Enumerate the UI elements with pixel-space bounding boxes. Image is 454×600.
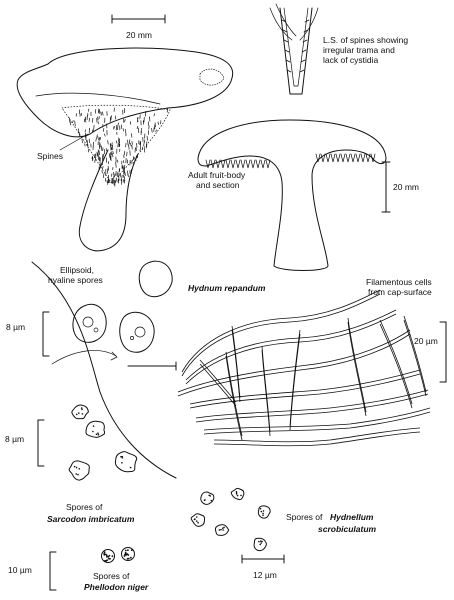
ellipsoid-label-line1: Ellipsoid, — [60, 265, 94, 275]
hypha-12 — [379, 319, 413, 405]
spine-hatching — [281, 19, 310, 73]
scale-bar-spores-c: 10 µm — [8, 551, 57, 591]
hydnellum-label-species-b: scrobiculatum — [318, 524, 377, 534]
sarcodon-spores: Spores of Sarcodon imbricatum — [47, 404, 138, 524]
fruit-body-drawing: Spines — [16, 47, 234, 252]
hyphae-group — [177, 289, 431, 447]
hypha-7 — [213, 427, 421, 443]
sarcodon-label-line2: Sarcodon imbricatum — [47, 514, 135, 524]
hypha-2 — [185, 309, 397, 381]
scale-bar-spores-b: 8 µm — [5, 419, 45, 467]
sarcodon-spore-4 — [114, 451, 138, 473]
sarcodon-label-line1: Spores of — [66, 502, 103, 512]
scale-label-spores-d: 12 µm — [253, 570, 277, 580]
spine-texture — [69, 107, 168, 187]
scale-bar-hyphae: 20 µm — [414, 321, 447, 383]
hypha-11 — [347, 317, 367, 413]
scale-label-spores-a: 8 µm — [6, 322, 25, 332]
filament-label-line2: from cap-surface — [368, 287, 432, 297]
hypha-14 — [403, 315, 427, 393]
phellodon-label-line2: Phellodon niger — [84, 582, 149, 592]
cap-rim — [35, 92, 161, 105]
scale-label-spores-b: 8 µm — [5, 434, 24, 444]
spore-2 — [138, 260, 173, 298]
section-drawing: Adult fruit-body and section — [188, 119, 387, 271]
ls-label-line2: irregular trama and — [323, 45, 395, 55]
section-spines — [205, 153, 376, 169]
label-species-main: Hydnum repandum — [188, 283, 266, 293]
ellipsoid-spores: Ellipsoid, hyaline spores — [48, 260, 173, 365]
hypha-8 — [225, 351, 243, 437]
adult-label-line1: Adult fruit-body — [188, 170, 246, 180]
stem-outline — [78, 149, 139, 252]
hydnellum-spore-6 — [253, 537, 267, 552]
ls-label-line1: L.S. of spines showing — [323, 35, 408, 45]
spore-3 — [119, 311, 155, 353]
sarcodon-spore-3 — [68, 460, 90, 481]
dividing-curve — [31, 261, 177, 479]
hydnellum-spore-1 — [200, 491, 215, 505]
sarcodon-spore-2 — [85, 420, 106, 438]
hypha-3 — [177, 329, 411, 393]
hydnellum-label-species-a: Hydnellum — [330, 512, 374, 522]
adult-label-line2: and section — [196, 180, 240, 190]
phellodon-label-line1: Spores of — [93, 571, 130, 581]
hydnellum-label-line1: Spores of — [286, 512, 323, 522]
spine-section-drawing: L.S. of spines showing irregular trama a… — [269, 3, 408, 95]
phellodon-spores: Spores of Phellodon niger — [84, 547, 149, 592]
section-outline — [197, 119, 387, 271]
hypha-15 — [199, 359, 237, 403]
label-spines: Spines — [37, 151, 63, 161]
scale-bar-top: 20 mm — [111, 14, 166, 40]
scale-label-top: 20 mm — [126, 30, 152, 40]
hypha-4 — [189, 369, 421, 405]
scale-bar-section: 20 mm — [381, 161, 419, 213]
hydnellum-spore-4 — [190, 513, 205, 527]
hypha-6 — [203, 407, 431, 431]
hypha-1 — [181, 289, 381, 373]
scale-label-spores-c: 10 µm — [8, 565, 32, 575]
sarcodon-spore-1 — [71, 404, 89, 420]
ls-label-line3: lack of cystidia — [323, 55, 379, 65]
ellipsoid-label-line2: hyaline spores — [48, 275, 103, 285]
spore-1 — [72, 303, 107, 343]
filamentous-cells-drawing: Filamentous cells from cap-surface — [177, 277, 432, 447]
filament-label-line1: Filamentous cells — [366, 277, 432, 287]
scale-label-section: 20 mm — [393, 182, 419, 192]
hydnellum-spore-3 — [257, 505, 271, 519]
scale-label-hyphae: 20 µm — [414, 336, 438, 346]
hydnellum-spore-2 — [230, 487, 245, 501]
spore-arrow — [51, 350, 117, 365]
cap-spine-patch — [199, 68, 225, 86]
hydnellum-spores: Spores of Hydnellum scrobiculatum — [190, 487, 377, 552]
scale-bar-spores-d: 12 µm — [241, 554, 285, 580]
cap-outline — [16, 47, 234, 138]
hypha-5 — [195, 389, 429, 419]
scale-bar-spores-a: 8 µm — [6, 311, 177, 371]
spines-pointer — [59, 133, 89, 151]
hydnellum-spore-5 — [214, 524, 230, 536]
